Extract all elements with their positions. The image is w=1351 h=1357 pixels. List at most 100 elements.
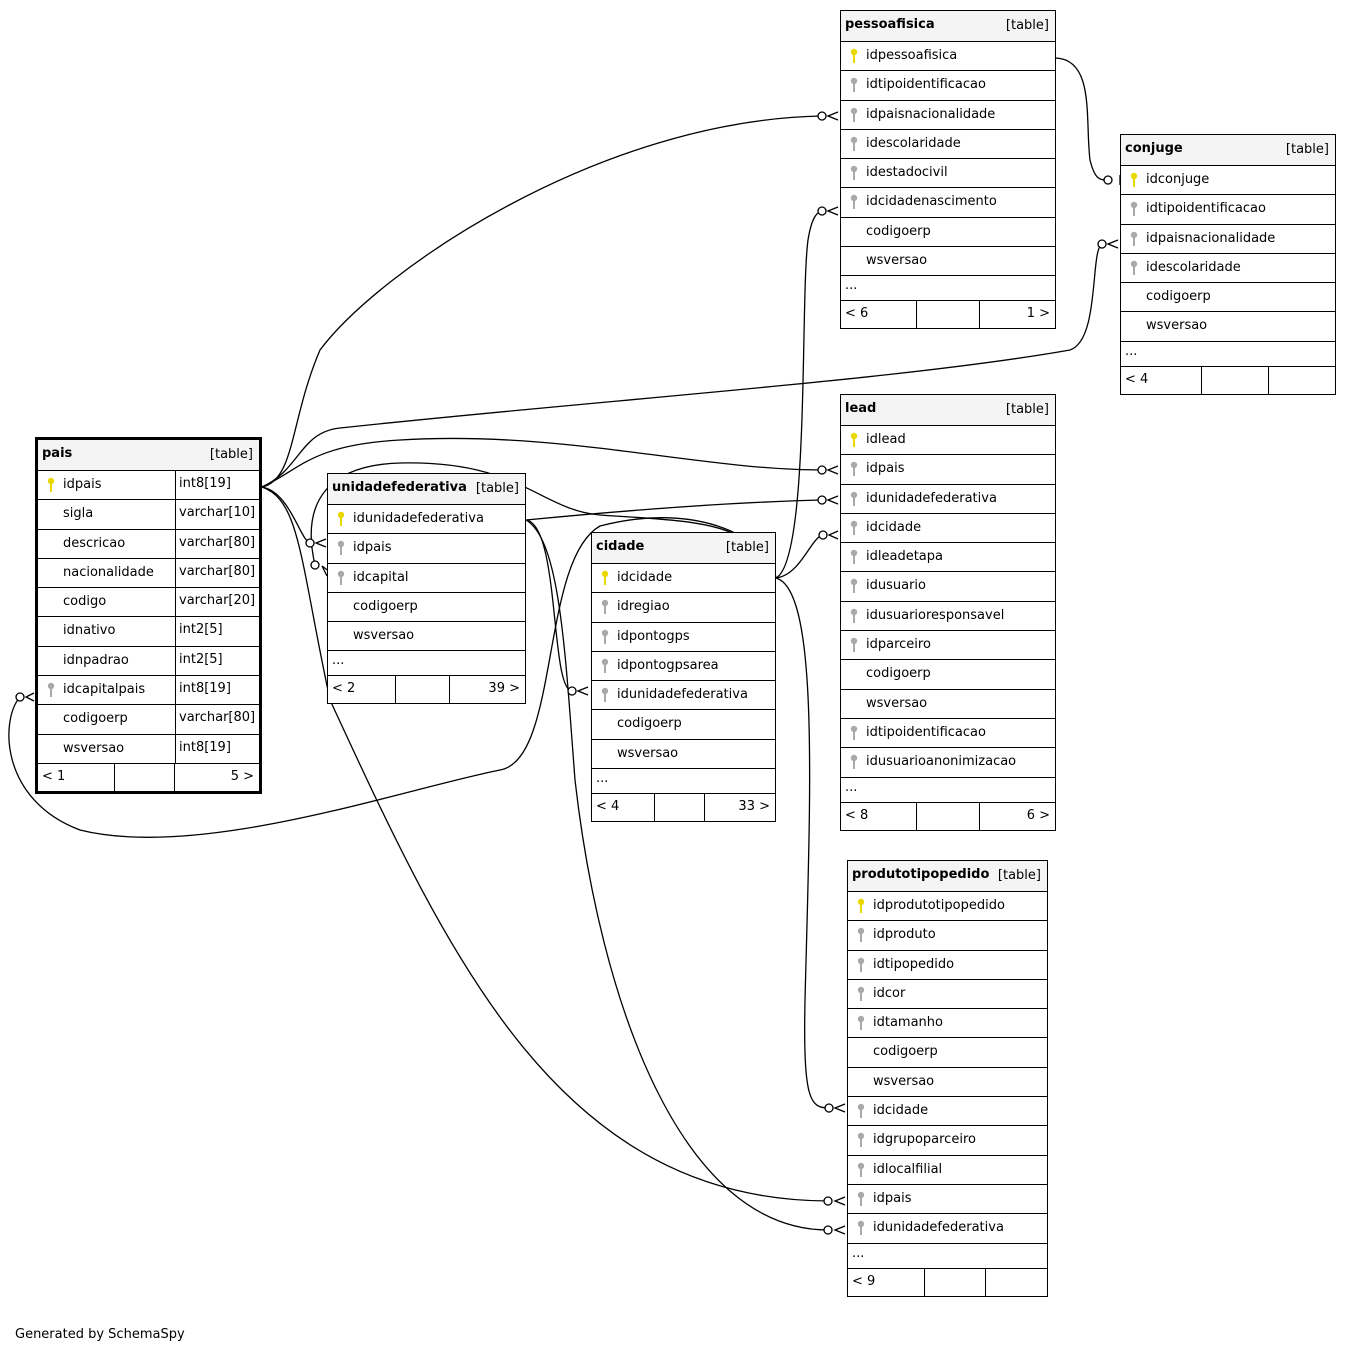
column-row: idescolaridade [1121, 254, 1335, 284]
column-name: idtipoidentificacao [1146, 201, 1266, 217]
foreign-key-icon [848, 725, 860, 741]
column-name: idcapital [353, 569, 409, 585]
column-row: idpaisnacionalidade [841, 101, 1055, 130]
column-name: idcidade [866, 519, 922, 535]
column-name: idtipoidentificacao [866, 724, 986, 740]
children-count[interactable] [985, 1268, 1047, 1296]
foreign-key-icon [848, 608, 860, 624]
column-row: wsversao [1121, 312, 1335, 342]
table-footer: < 6 1 > [841, 301, 1055, 329]
foreign-key-icon [855, 1132, 867, 1148]
foreign-key-icon [855, 1220, 867, 1236]
table-name: pais [42, 446, 73, 461]
children-count[interactable]: 5 > [174, 763, 259, 791]
column-row: codigoerp [1121, 283, 1335, 313]
parents-count[interactable]: < 8 [841, 802, 917, 830]
column-row: idparceiro [841, 631, 1055, 661]
table-name: pessoafisica [845, 17, 935, 32]
column-row: idprodutotipopedido [848, 892, 1047, 922]
column-name: idpais [63, 477, 102, 492]
column-row: idproduto [848, 921, 1047, 951]
children-count[interactable]: 1 > [979, 301, 1055, 329]
foreign-key-icon [599, 687, 611, 703]
foreign-key-icon [855, 1162, 867, 1178]
foreign-key-icon [855, 927, 867, 943]
column-name: idpais [873, 1190, 912, 1206]
parents-count[interactable]: < 1 [38, 763, 115, 791]
link-cidade-produto [775, 577, 830, 1109]
column-row: idusuarioanonimizacao [841, 748, 1055, 778]
column-name: idtipoidentificacao [866, 77, 986, 93]
column-row: idcidade [848, 1097, 1047, 1127]
more-columns: ... [328, 651, 525, 677]
primary-key-icon [335, 511, 347, 527]
column-name: idgrupoparceiro [873, 1132, 976, 1148]
table-lead[interactable]: lead [table] idlead idpais idunidadefede… [840, 394, 1056, 831]
more-label: ... [1125, 343, 1138, 359]
parents-count[interactable]: < 2 [328, 676, 396, 704]
column-row: idtipoidentificacao [1121, 195, 1335, 225]
table-footer: < 2 39 > [328, 676, 525, 704]
table-pessoafisica[interactable]: pessoafisica [table] idpessoafisica idti… [840, 10, 1056, 330]
primary-key-icon [855, 898, 867, 914]
column-name: idtamanho [873, 1015, 943, 1031]
parents-count[interactable]: < 4 [592, 794, 655, 822]
column-name: idcapitalpais [63, 682, 146, 698]
table-type: [table] [475, 481, 519, 496]
column-type: varchar[80] [175, 529, 259, 558]
parents-count[interactable]: < 4 [1121, 366, 1202, 394]
column-row: codigoerp [841, 218, 1055, 248]
column-name: wsversao [1146, 318, 1208, 334]
children-count[interactable]: 33 > [704, 794, 775, 822]
column-name: idunidadefederativa [866, 490, 997, 506]
table-type: [table] [209, 447, 253, 462]
foreign-key-icon [1128, 260, 1140, 276]
children-count[interactable] [1268, 366, 1335, 394]
column-row: idlead [841, 426, 1055, 456]
table-unidadefederativa[interactable]: unidadefederativa [table] idunidadefeder… [327, 473, 526, 705]
column-name: idnpadrao [63, 652, 129, 668]
column-row: idpaisnacionalidade [1121, 225, 1335, 254]
link-pais-uf [261, 486, 311, 544]
children-count[interactable]: 39 > [449, 676, 525, 704]
children-count[interactable]: 6 > [979, 802, 1055, 830]
foreign-key-icon [599, 629, 611, 645]
column-name: wsversao [873, 1073, 935, 1089]
foreign-key-icon [855, 1015, 867, 1031]
column-row: wsversao [328, 622, 525, 652]
foreign-key-icon [599, 599, 611, 615]
column-name: descricao [63, 535, 126, 551]
column-row: codigoerp [848, 1038, 1047, 1068]
column-name: idunidadefederativa [353, 511, 484, 526]
foreign-key-icon [848, 461, 860, 477]
table-type: [table] [1005, 18, 1049, 33]
column-name: nacionalidade [63, 564, 154, 580]
table-cidade[interactable]: cidade [table] idcidade idregiao idponto… [591, 532, 776, 823]
column-name: idpontogps [617, 628, 690, 644]
table-header: lead [table] [841, 395, 1055, 426]
table-conjuge[interactable]: conjuge [table] idconjuge idtipoidentifi… [1120, 134, 1336, 395]
table-type: [table] [725, 540, 769, 555]
more-label: ... [596, 771, 609, 787]
link-pais-conjuge [261, 243, 1103, 488]
table-produtotipopedido[interactable]: produtotipopedido [table] idprodutotipop… [847, 860, 1048, 1297]
table-footer: < 8 6 > [841, 802, 1055, 830]
link-pais-produto [261, 486, 829, 1202]
parents-count[interactable]: < 6 [841, 301, 917, 329]
parents-count[interactable]: < 9 [848, 1268, 925, 1296]
column-name: idconjuge [1146, 172, 1210, 187]
more-columns: ... [841, 778, 1055, 803]
column-row: idtipoidentificacao [841, 71, 1055, 101]
foreign-key-icon [848, 637, 860, 653]
table-footer: < 4 [1121, 366, 1335, 394]
column-name: idpessoafisica [866, 48, 958, 63]
table-footer: < 9 [848, 1268, 1047, 1296]
column-name: codigo [63, 594, 107, 610]
